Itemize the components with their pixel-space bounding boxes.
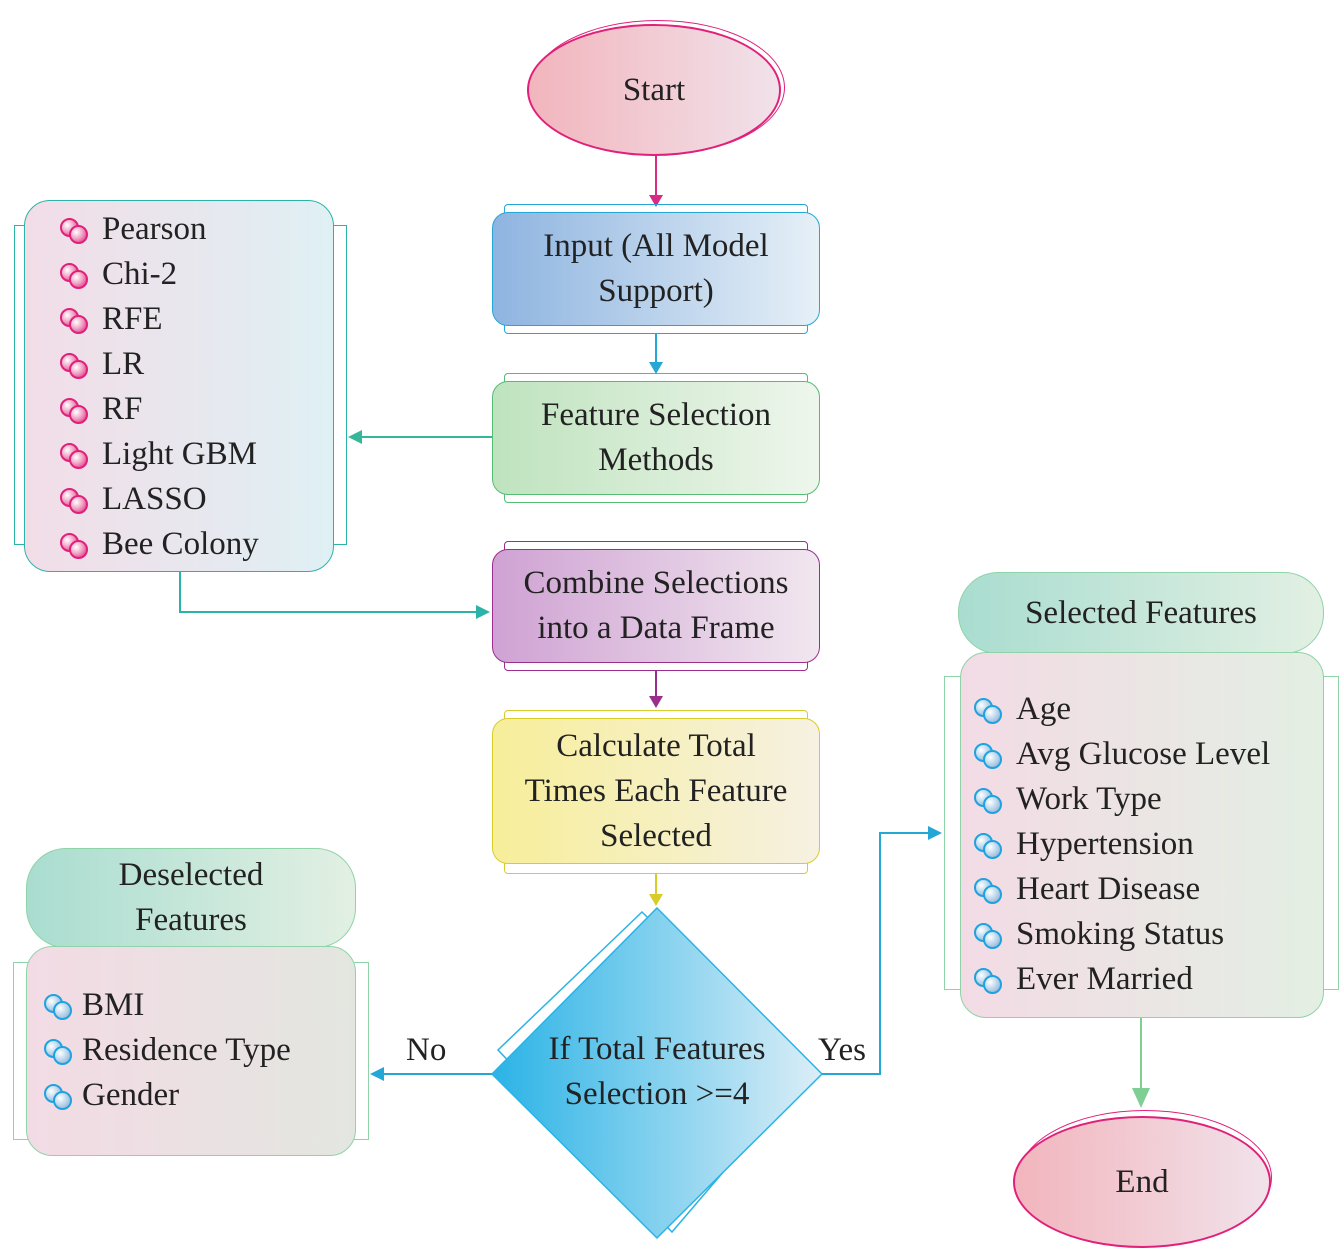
arrow-decision-to-selected [822, 826, 942, 1075]
list-item: Age [974, 687, 1270, 732]
list-item: Avg Glucose Level [974, 732, 1270, 777]
deselected-features-list: BMI Residence Type Gender [44, 983, 291, 1118]
selected-features-title: Selected Features [1025, 594, 1257, 631]
bullet-icon [974, 877, 1004, 904]
decision-diamond [490, 906, 824, 1240]
arrow-input-to-feature-selection [649, 334, 663, 374]
bullet-icon [60, 307, 90, 334]
list-item: Heart Disease [974, 867, 1270, 912]
list-item: Work Type [974, 777, 1270, 822]
calculate-label: Calculate Total Times Each Feature Selec… [524, 727, 788, 854]
bullet-icon [60, 487, 90, 514]
combine-node: Combine Selections into a Data Frame [492, 549, 820, 663]
bullet-icon [974, 967, 1004, 994]
arrow-decision-to-deselected [370, 1067, 492, 1081]
bullet-icon [974, 697, 1004, 724]
selected-features-list: Age Avg Glucose Level Work Type Hyperten… [974, 687, 1270, 1002]
bullet-icon [60, 442, 90, 469]
list-item: RFE [60, 297, 259, 342]
deselected-features-title: Deselected Features [118, 857, 264, 938]
calculate-node: Calculate Total Times Each Feature Selec… [492, 718, 820, 864]
combine-label: Combine Selections into a Data Frame [523, 565, 789, 646]
bullet-icon [974, 922, 1004, 949]
start-label: Start [622, 71, 686, 108]
selected-features-panel [960, 652, 1324, 1018]
input-node: Input (All Model Support) [492, 212, 820, 326]
list-item: LR [60, 342, 259, 387]
list-item: RF [60, 387, 259, 432]
arrow-feature-selection-to-methods [348, 430, 493, 444]
end-label: End [1115, 1163, 1169, 1200]
deselected-features-panel [26, 946, 356, 1156]
start-node: Start [527, 24, 781, 156]
bullet-icon [60, 262, 90, 289]
bullet-icon [44, 1083, 74, 1110]
bullet-icon [60, 397, 90, 424]
feature-selection-node: Feature Selection Methods [492, 381, 820, 495]
list-item: Gender [44, 1073, 291, 1118]
bullet-icon [60, 217, 90, 244]
bullet-icon [974, 832, 1004, 859]
list-item: Ever Married [974, 957, 1270, 1002]
list-item: Chi-2 [60, 252, 259, 297]
arrow-combine-to-calculate [649, 670, 663, 708]
feature-selection-label: Feature Selection Methods [540, 397, 771, 478]
decision-label: If Total Features Selection >=4 [548, 1031, 766, 1112]
selected-features-header: Selected Features [958, 572, 1324, 654]
list-item: Bee Colony [60, 522, 259, 567]
yes-label: Yes [818, 1032, 867, 1068]
list-item: Pearson [60, 207, 259, 252]
bullet-icon [60, 352, 90, 379]
bullet-icon [974, 742, 1004, 769]
list-item: Hypertension [974, 822, 1270, 867]
list-item: Smoking Status [974, 912, 1270, 957]
input-label: Input (All Model Support) [543, 228, 769, 309]
end-node: End [1013, 1116, 1271, 1248]
arrow-calculate-to-decision [649, 873, 663, 906]
list-item: BMI [44, 983, 291, 1028]
bullet-icon [44, 993, 74, 1020]
arrow-methods-to-combine [179, 572, 490, 619]
bullet-icon [974, 787, 1004, 814]
list-item: Residence Type [44, 1028, 291, 1073]
methods-list: Pearson Chi-2 RFE LR RF Light GBM LASSO … [60, 207, 259, 567]
arrow-selected-to-end [1132, 1018, 1150, 1108]
bullet-icon [60, 532, 90, 559]
no-label: No [406, 1032, 447, 1068]
list-item: Light GBM [60, 432, 259, 477]
bullet-icon [44, 1038, 74, 1065]
list-item: LASSO [60, 477, 259, 522]
deselected-features-header: Deselected Features [26, 848, 356, 948]
decision-text: If Total Features Selection >=4 [542, 1002, 772, 1142]
arrow-start-to-input [649, 155, 663, 207]
